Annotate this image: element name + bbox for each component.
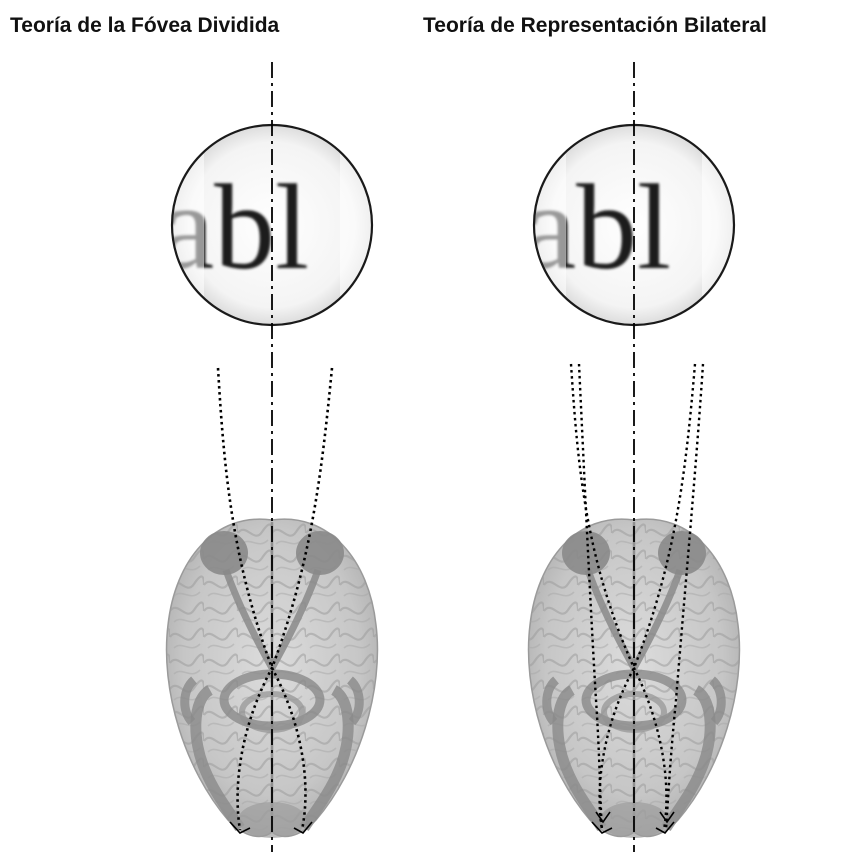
split-fovea-diagram: abl [165,62,379,852]
visual-pathways-right [569,363,705,831]
magnifier-lens-left: abl [170,123,374,327]
pathway-arrowheads-left [229,821,313,835]
pathway-arrowheads-right [591,811,675,835]
eye-right-a [562,531,610,575]
bilateral-representation-diagram: abl [527,62,741,852]
visual-pathways-left [216,367,334,831]
eye-left-b [296,531,344,575]
eye-right-b [658,531,706,575]
title-bilateral-representation: Teoría de Representación Bilateral [423,14,767,37]
eye-left-a [200,531,248,575]
title-split-fovea: Teoría de la Fóvea Dividida [10,14,280,37]
magnifier-lens-right: abl [532,123,736,327]
